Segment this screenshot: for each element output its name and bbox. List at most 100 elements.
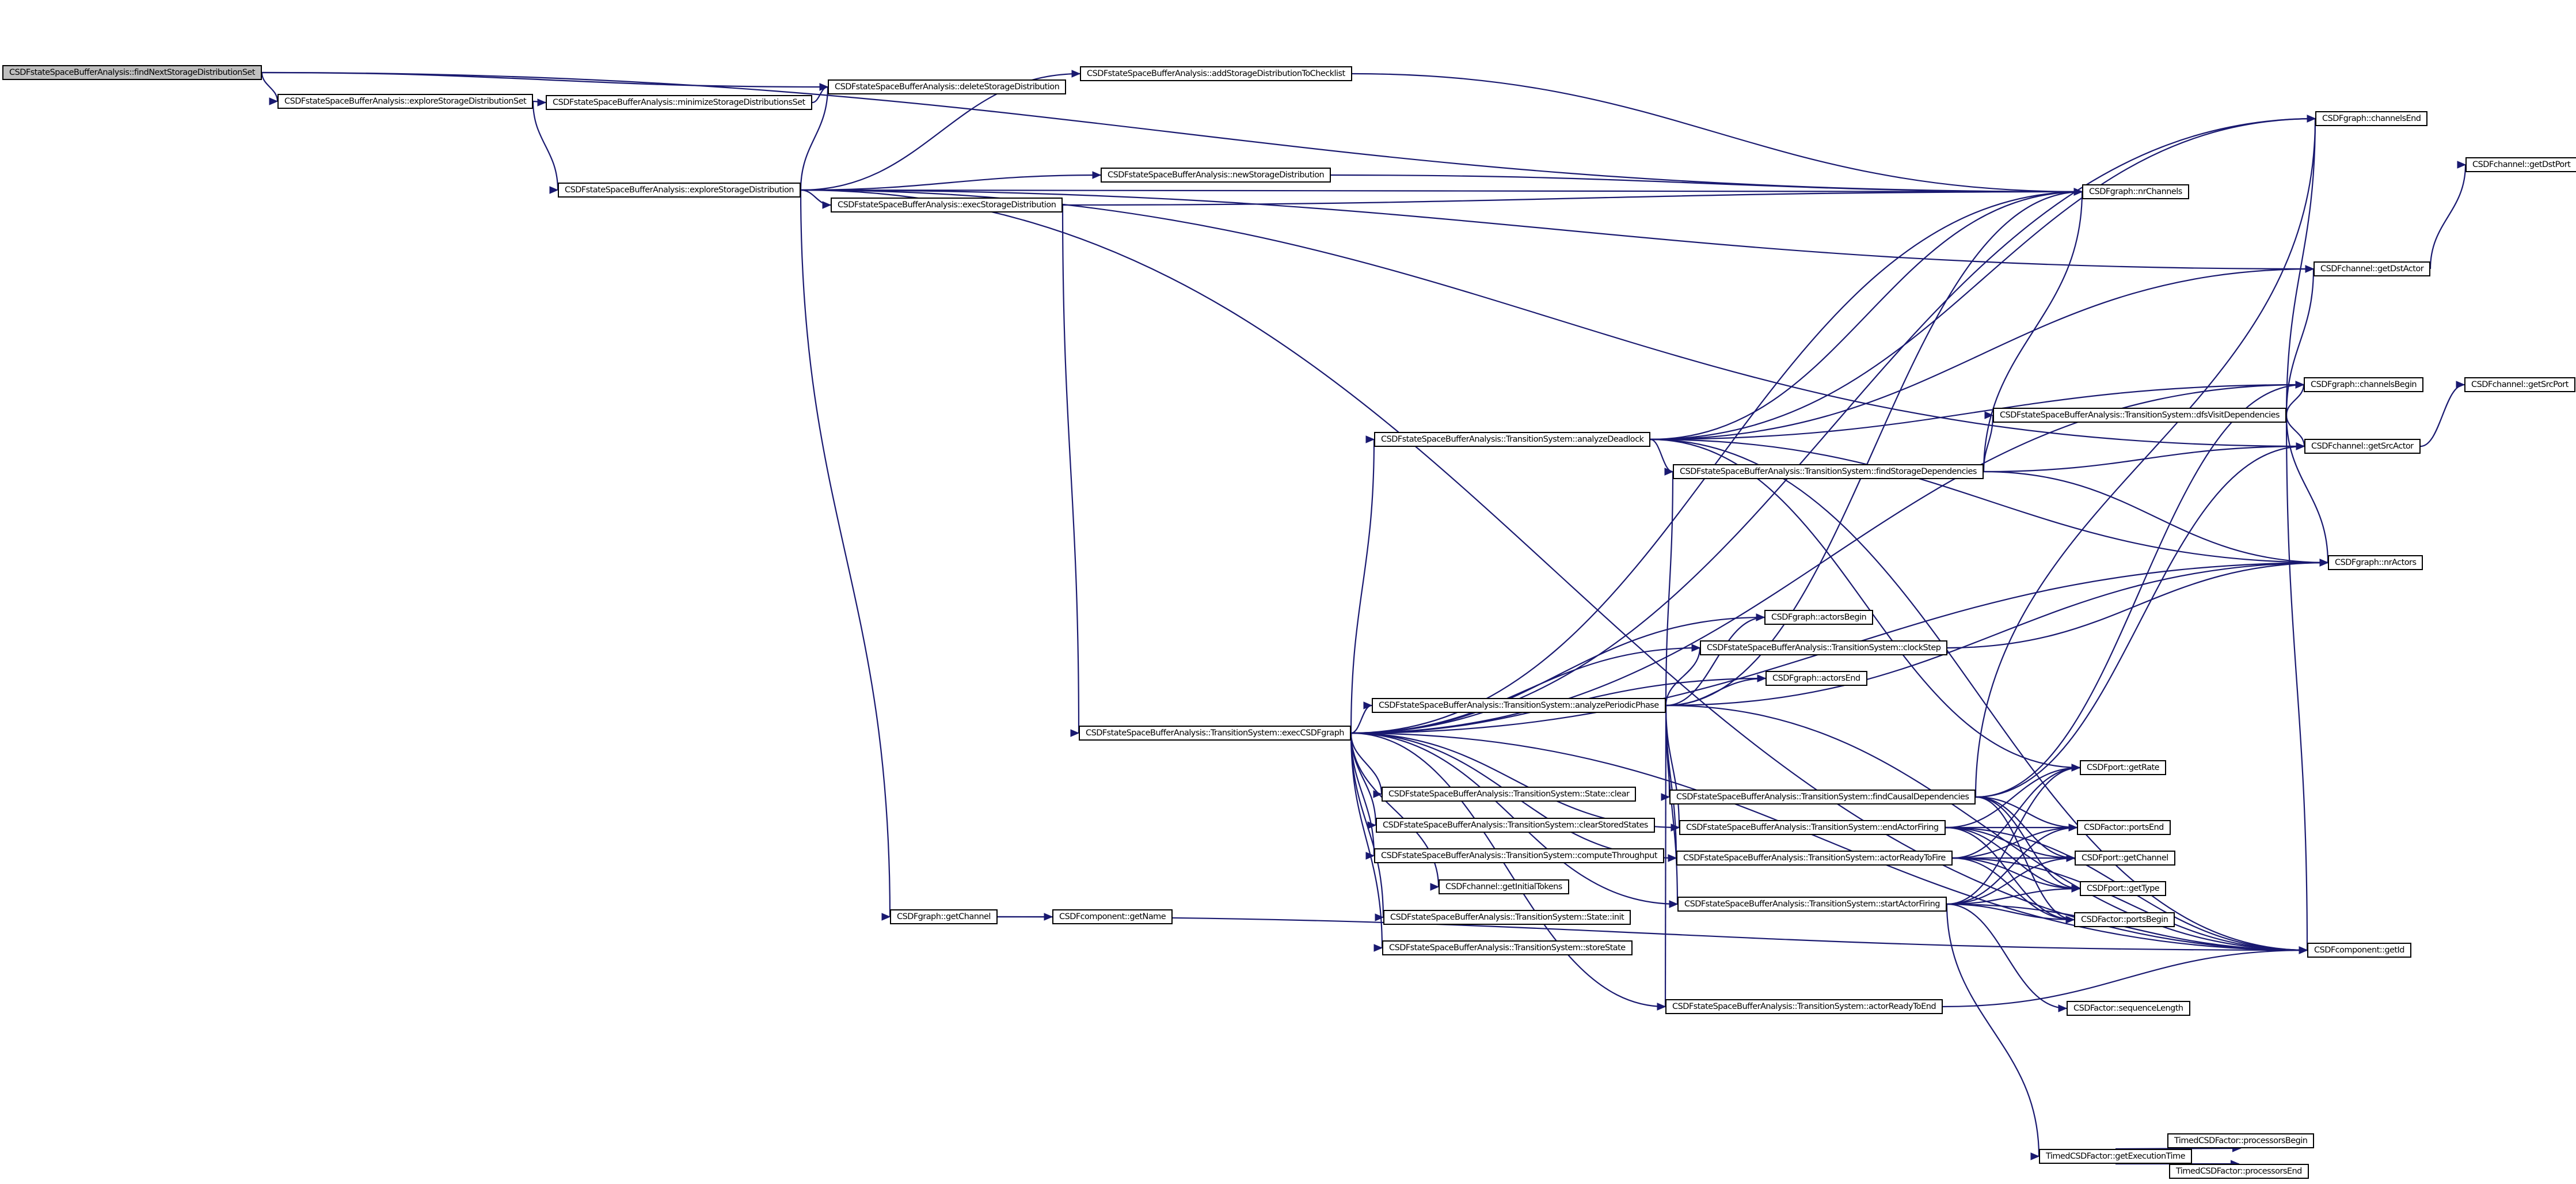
- arrowhead-icon: [2071, 764, 2081, 772]
- graph-node-processors-begin[interactable]: TimedCSDFactor::processorsBegin: [2167, 1133, 2315, 1148]
- graph-node-get-dst-port[interactable]: CSDFchannel::getDstPort: [2465, 157, 2576, 172]
- call-edge-dfs-visit-dependencies-to-get-dst-actor: [2285, 268, 2315, 416]
- graph-node-state-clear[interactable]: CSDFstateSpaceBufferAnalysis::Transition…: [1382, 787, 1637, 802]
- graph-node-get-src-actor[interactable]: CSDFchannel::getSrcActor: [2304, 439, 2421, 454]
- graph-node-ports-begin[interactable]: CSDFactor::portsBegin: [2074, 912, 2175, 927]
- graph-node-find-storage-dependencies[interactable]: CSDFstateSpaceBufferAnalysis::Transition…: [1673, 464, 1984, 479]
- graph-node-exec-storage-distribution[interactable]: CSDFstateSpaceBufferAnalysis::execStorag…: [831, 198, 1063, 212]
- graph-node-get-execution-time[interactable]: TimedCSDFactor::getExecutionTime: [2039, 1149, 2192, 1164]
- call-edge-analyze-periodic-phase-to-actor-ready-to-end: [1664, 705, 1667, 1007]
- arrowhead-icon: [1984, 411, 1994, 419]
- call-edge-exec-csdfgraph-to-channels-end: [1350, 117, 2316, 734]
- call-edge-start-actor-firing-to-get-execution-time: [1946, 904, 2040, 1157]
- graph-node-get-initial-tokens[interactable]: CSDFchannel::getInitialTokens: [1439, 879, 1569, 894]
- arrowhead-icon: [2456, 381, 2465, 389]
- graph-node-get-name[interactable]: CSDFcomponent::getName: [1052, 909, 1173, 924]
- graph-node-explore-storage-distribution-set[interactable]: CSDFstateSpaceBufferAnalysis::exploreSto…: [277, 94, 534, 109]
- call-edge-analyze-deadlock-to-find-storage-dependencies: [1650, 438, 1673, 473]
- graph-node-actor-ready-to-end[interactable]: CSDFstateSpaceBufferAnalysis::Transition…: [1665, 999, 1943, 1014]
- graph-node-get-dst-actor[interactable]: CSDFchannel::getDstActor: [2314, 261, 2431, 276]
- graph-node-nr-actors[interactable]: CSDFgraph::nrActors: [2328, 555, 2423, 570]
- call-edge-dfs-visit-dependencies-to-nr-actors: [2285, 415, 2329, 563]
- arrowhead-icon: [2457, 161, 2467, 169]
- graph-node-get-channel-port[interactable]: CSDFport::getChannel: [2075, 851, 2175, 866]
- call-edge-analyze-periodic-phase-to-nr-actors: [1665, 561, 2328, 707]
- call-edge-get-channel-graph-to-get-id: [997, 916, 2308, 951]
- call-edge-actor-ready-to-fire-to-ports-end: [1952, 826, 2077, 859]
- call-edge-exec-csdfgraph-to-state-clear: [1350, 733, 1383, 795]
- graph-node-clear-stored-states[interactable]: CSDFstateSpaceBufferAnalysis::Transition…: [1376, 818, 1655, 833]
- call-edge-analyze-deadlock-to-get-rate: [1650, 438, 2080, 769]
- call-edge-exec-csdfgraph-to-get-initial-tokens: [1350, 733, 1440, 887]
- graph-node-end-actor-firing[interactable]: CSDFstateSpaceBufferAnalysis::Transition…: [1679, 820, 1946, 835]
- call-edge-add-storage-distribution-to-checklist-to-nr-channels: [1352, 73, 2083, 193]
- graph-node-delete-storage-distribution[interactable]: CSDFstateSpaceBufferAnalysis::deleteStor…: [828, 79, 1067, 94]
- graph-node-sequence-length[interactable]: CSDFactor::sequenceLength: [2067, 1001, 2190, 1016]
- arrowhead-icon: [1756, 613, 1765, 621]
- arrowhead-icon: [822, 201, 832, 209]
- graph-node-get-src-port[interactable]: CSDFchannel::getSrcPort: [2464, 377, 2575, 392]
- graph-node-exec-csdfgraph[interactable]: CSDFstateSpaceBufferAnalysis::Transition…: [1079, 726, 1351, 741]
- graph-node-analyze-periodic-phase[interactable]: CSDFstateSpaceBufferAnalysis::Transition…: [1372, 698, 1666, 713]
- graph-node-find-causal-dependencies[interactable]: CSDFstateSpaceBufferAnalysis::Transition…: [1669, 790, 1976, 804]
- graph-node-compute-throughput[interactable]: CSDFstateSpaceBufferAnalysis::Transition…: [1374, 848, 1664, 863]
- graph-node-actors-begin[interactable]: CSDFgraph::actorsBegin: [1764, 610, 1874, 625]
- call-edge-find-next-storage-distribution-set-to-explore-storage-distribution-set: [261, 72, 279, 102]
- call-edge-explore-storage-distribution-to-new-storage-distribution: [800, 174, 1101, 191]
- graph-node-get-id[interactable]: CSDFcomponent::getId: [2307, 943, 2411, 958]
- graph-node-channels-end[interactable]: CSDFgraph::channelsEnd: [2315, 111, 2428, 126]
- graph-node-dfs-visit-dependencies[interactable]: CSDFstateSpaceBufferAnalysis::Transition…: [1993, 408, 2287, 423]
- call-edge-exec-storage-distribution-to-exec-csdfgraph: [1061, 204, 1080, 734]
- arrowhead-icon: [1373, 944, 1383, 952]
- arrowhead-icon: [1430, 883, 1440, 891]
- call-edge-actor-ready-to-fire-to-get-rate: [1952, 766, 2080, 859]
- arrowhead-icon: [2065, 916, 2075, 924]
- call-edge-exec-csdfgraph-to-actor-ready-to-end: [1350, 732, 1666, 1008]
- graph-node-minimize-storage-distributions-set[interactable]: CSDFstateSpaceBufferAnalysis::minimizeSt…: [546, 95, 812, 110]
- call-edge-find-storage-dependencies-to-nr-actors: [1983, 470, 2328, 564]
- call-edge-new-storage-distribution-to-nr-channels: [1330, 174, 2083, 193]
- call-edge-analyze-deadlock-to-nr-actors: [1650, 438, 2328, 564]
- graph-node-analyze-deadlock[interactable]: CSDFstateSpaceBufferAnalysis::Transition…: [1374, 432, 1651, 447]
- call-edge-end-actor-firing-to-ports-begin: [1945, 826, 2075, 921]
- graph-node-processors-end[interactable]: TimedCSDFactor::processorsEnd: [2169, 1164, 2309, 1179]
- call-edge-explore-storage-distribution-to-get-src-actor: [800, 189, 2305, 447]
- arrowhead-icon: [2295, 381, 2305, 389]
- arrowhead-icon: [819, 83, 829, 91]
- graph-node-get-rate[interactable]: CSDFport::getRate: [2080, 760, 2167, 775]
- call-edge-exec-csdfgraph-to-store-state: [1350, 733, 1383, 948]
- call-edge-find-causal-dependencies-to-get-type: [1975, 796, 2080, 890]
- graph-node-clock-step[interactable]: CSDFstateSpaceBufferAnalysis::Transition…: [1700, 640, 1948, 655]
- call-edge-explore-storage-distribution-to-exec-storage-distribution: [800, 189, 831, 206]
- arrowhead-icon: [1669, 900, 1679, 908]
- arrowhead-icon: [1657, 1003, 1666, 1011]
- arrowhead-icon: [269, 97, 279, 105]
- arrowhead-icon: [1375, 913, 1384, 921]
- call-edge-find-storage-dependencies-to-nr-channels: [1983, 191, 2083, 472]
- call-edge-find-causal-dependencies-to-get-src-actor: [1975, 445, 2305, 798]
- graph-node-channels-begin[interactable]: CSDFgraph::channelsBegin: [2304, 377, 2424, 392]
- graph-node-nr-channels[interactable]: CSDFgraph::nrChannels: [2082, 184, 2189, 199]
- graph-node-add-storage-distribution-to-checklist[interactable]: CSDFstateSpaceBufferAnalysis::addStorage…: [1080, 66, 1352, 81]
- call-edge-analyze-deadlock-to-nr-channels: [1650, 191, 2083, 441]
- graph-node-find-next-storage-distribution-set[interactable]: CSDFstateSpaceBufferAnalysis::findNextSt…: [2, 65, 262, 80]
- graph-node-state-init[interactable]: CSDFstateSpaceBufferAnalysis::Transition…: [1383, 910, 1631, 925]
- graph-node-actor-ready-to-fire[interactable]: CSDFstateSpaceBufferAnalysis::Transition…: [1676, 851, 1953, 866]
- call-edge-analyze-deadlock-to-get-id: [1650, 438, 2308, 951]
- graph-node-explore-storage-distribution[interactable]: CSDFstateSpaceBufferAnalysis::exploreSto…: [558, 183, 801, 198]
- graph-node-get-type[interactable]: CSDFport::getType: [2080, 881, 2167, 896]
- call-edge-explore-storage-distribution-to-nr-channels: [800, 189, 2083, 193]
- graph-node-get-channel-graph[interactable]: CSDFgraph::getChannel: [890, 909, 998, 924]
- call-edge-dfs-visit-dependencies-to-channels-end: [2285, 118, 2316, 416]
- graph-node-store-state[interactable]: CSDFstateSpaceBufferAnalysis::Transition…: [1382, 940, 1633, 955]
- call-edge-exec-csdfgraph-to-actors-begin: [1350, 616, 1765, 734]
- call-edge-exec-csdfgraph-to-clock-step: [1350, 647, 1700, 734]
- graph-node-new-storage-distribution[interactable]: CSDFstateSpaceBufferAnalysis::newStorage…: [1101, 168, 1331, 183]
- graph-node-actors-end[interactable]: CSDFgraph::actorsEnd: [1765, 671, 1867, 686]
- graph-node-start-actor-firing[interactable]: CSDFstateSpaceBufferAnalysis::Transition…: [1677, 897, 1947, 912]
- call-edge-find-next-storage-distribution-set-to-nr-channels: [261, 71, 2083, 193]
- graph-node-ports-end[interactable]: CSDFactor::portsEnd: [2077, 820, 2171, 835]
- arrowhead-icon: [1664, 468, 1674, 476]
